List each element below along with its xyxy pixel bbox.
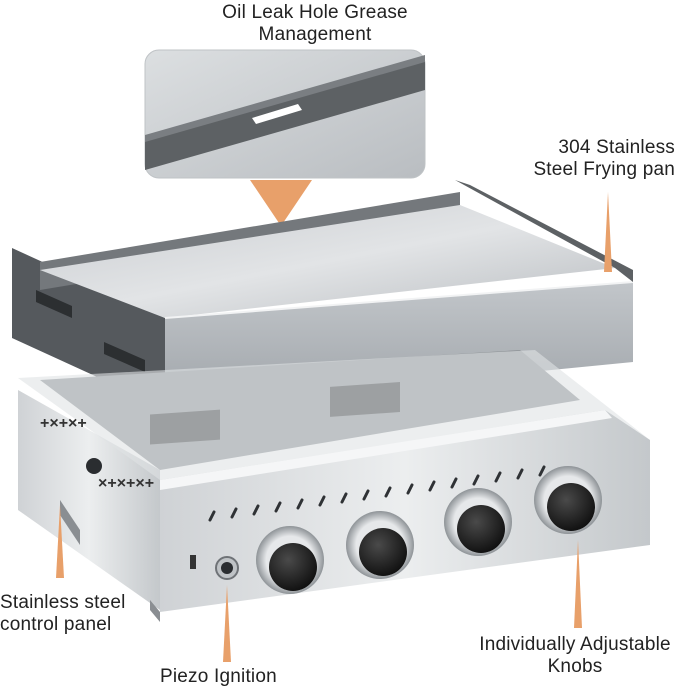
control-panel-pointer	[56, 505, 64, 578]
oil-leak-label-line1: Oil Leak Hole Grease	[222, 2, 408, 23]
knob-3	[444, 488, 512, 556]
knob-4	[534, 466, 602, 534]
inset-pointer	[250, 180, 312, 226]
svg-text:+×+×+: +×+×+	[40, 415, 87, 432]
piezo-label-text: Piezo Ignition	[160, 666, 277, 687]
frying-pan-label: 304 Stainless Steel Frying pan	[530, 137, 675, 181]
knobs-label-line2: Knobs	[547, 656, 603, 677]
oil-leak-label: Oil Leak Hole Grease Management	[150, 2, 480, 46]
knobs-label: Individually Adjustable Knobs	[470, 634, 679, 678]
piezo-igniter	[190, 555, 239, 580]
side-vents: +×+×+ ×+×+×+	[40, 415, 154, 492]
knobs-pointer	[574, 540, 582, 628]
piezo-label: Piezo Ignition	[160, 666, 300, 688]
frying-pan-label-line2: Steel Frying pan	[533, 159, 675, 180]
frying-pan-label-line1: 304 Stainless	[558, 137, 675, 158]
grease-hole-inset	[144, 49, 426, 179]
svg-text:×+×+×+: ×+×+×+	[98, 475, 154, 492]
knob-1	[256, 526, 324, 594]
knob-2	[346, 511, 414, 579]
control-panel-label-line2: control panel	[0, 614, 112, 635]
knobs-label-line1: Individually Adjustable	[479, 634, 671, 655]
oil-leak-label-line2: Management	[258, 24, 372, 45]
front-vent-slots	[208, 465, 546, 522]
control-panel-label-line1: Stainless steel	[0, 592, 126, 613]
pan-pointer	[604, 192, 612, 272]
griddle-body	[18, 350, 650, 622]
control-panel-label: Stainless steel control panel	[0, 592, 130, 636]
piezo-pointer	[223, 585, 231, 662]
